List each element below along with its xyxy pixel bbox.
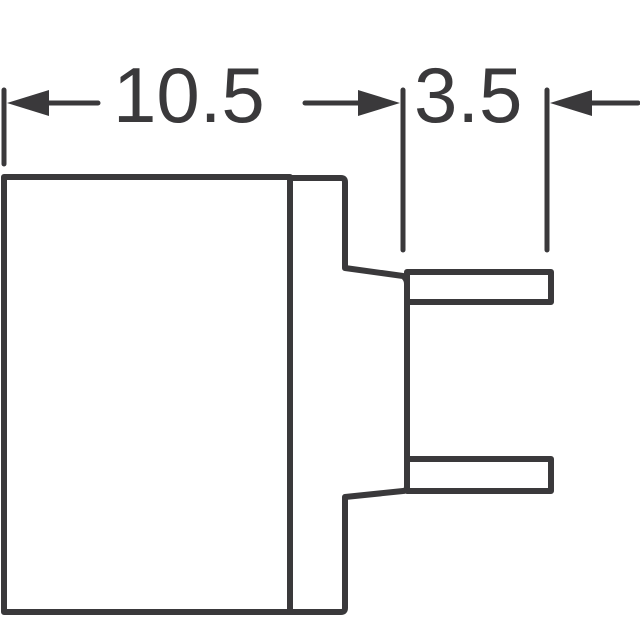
component-body bbox=[1, 174, 293, 615]
component-flange bbox=[287, 175, 410, 615]
dimension-label-pin-length: 3.5 bbox=[414, 51, 522, 139]
arrow-left-icon bbox=[7, 90, 49, 116]
arrow-right-icon bbox=[358, 90, 400, 116]
dimension-label-body-length: 10.5 bbox=[113, 51, 265, 139]
arrow-left-icon bbox=[550, 90, 592, 116]
pin-top bbox=[404, 269, 554, 305]
pin-bottom bbox=[404, 456, 554, 494]
